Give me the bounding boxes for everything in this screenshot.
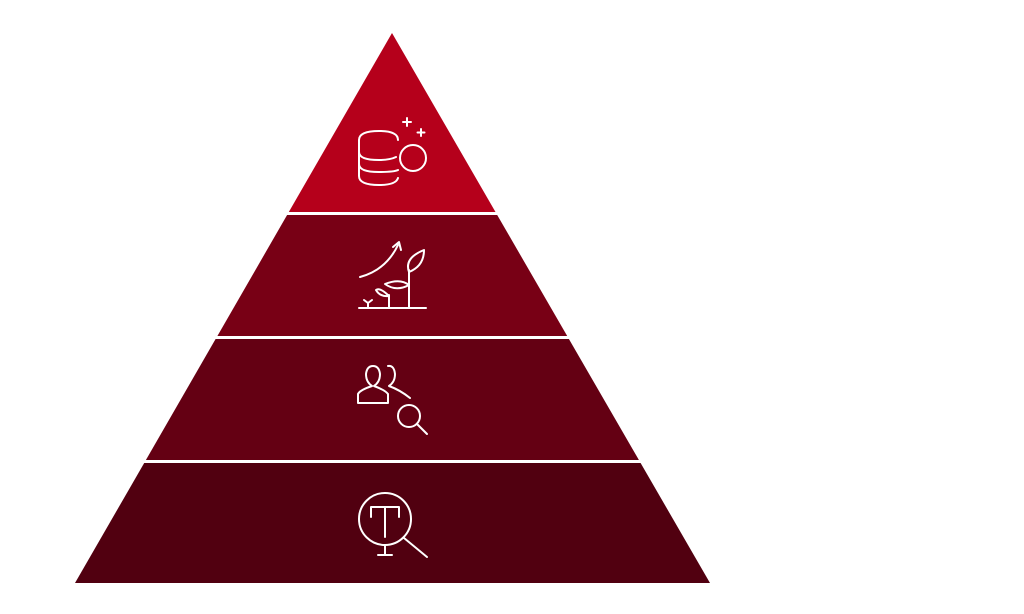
- database-plus-icon: [358, 117, 427, 186]
- pyramid-layer-3: [145, 339, 639, 460]
- pyramid-layer-1: [288, 33, 496, 212]
- text-search-icon: [358, 492, 428, 558]
- pyramid-layer-2: [217, 215, 568, 336]
- growth-plant-icon: [358, 241, 427, 309]
- people-search-icon: [357, 364, 428, 435]
- pyramid-layer-4: [75, 463, 710, 583]
